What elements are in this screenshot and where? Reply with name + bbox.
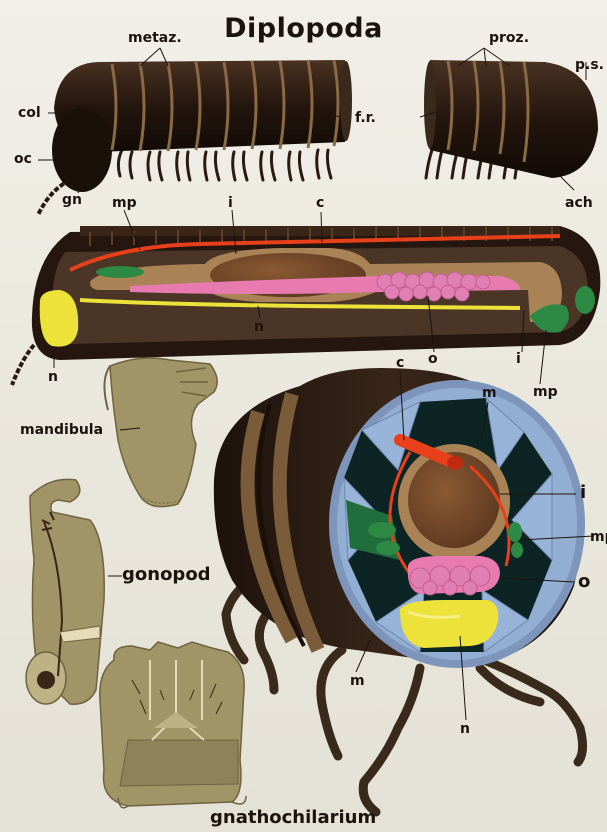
label-metazonite: metaz. (128, 31, 182, 45)
label-mp-top: mp (112, 196, 137, 210)
label-n-cross: n (460, 722, 470, 736)
gnathochilarium-drawing (100, 642, 246, 808)
millipede-head-end (38, 60, 352, 215)
label-n-left: n (48, 370, 58, 384)
label-o-mid: o (428, 352, 438, 366)
label-c-cross: c (396, 356, 404, 370)
gonopod-drawing (26, 479, 104, 704)
label-mp-right: mp (533, 385, 558, 399)
label-i-top: i (228, 196, 233, 210)
label-oc: oc (14, 152, 32, 166)
label-fr: f.r. (355, 111, 376, 125)
label-c-top: c (316, 196, 324, 210)
label-mp-cross: mp (590, 530, 607, 544)
longitudinal-section (12, 226, 600, 385)
mandibula-drawing (104, 358, 217, 507)
label-prozonite: proz. (489, 31, 529, 45)
millipede-tail-end (424, 60, 598, 178)
label-m-cross-bottom: m (350, 674, 365, 688)
label-gn: gn (62, 193, 82, 207)
label-i-cross: i (580, 484, 586, 502)
label-n-mid: n (254, 320, 264, 334)
label-mandibula: mandibula (20, 423, 103, 437)
label-ach: ach (565, 196, 593, 210)
label-gonopod: gonopod (122, 566, 211, 584)
label-col: col (18, 106, 41, 120)
label-ps: p.s. (575, 58, 604, 72)
label-i-right: i (516, 352, 521, 366)
label-o-cross: o (578, 573, 590, 591)
cross-section (214, 368, 585, 812)
label-m-cross-top: m (482, 386, 497, 400)
label-gnathochilarium: gnathochilarium (210, 809, 376, 827)
